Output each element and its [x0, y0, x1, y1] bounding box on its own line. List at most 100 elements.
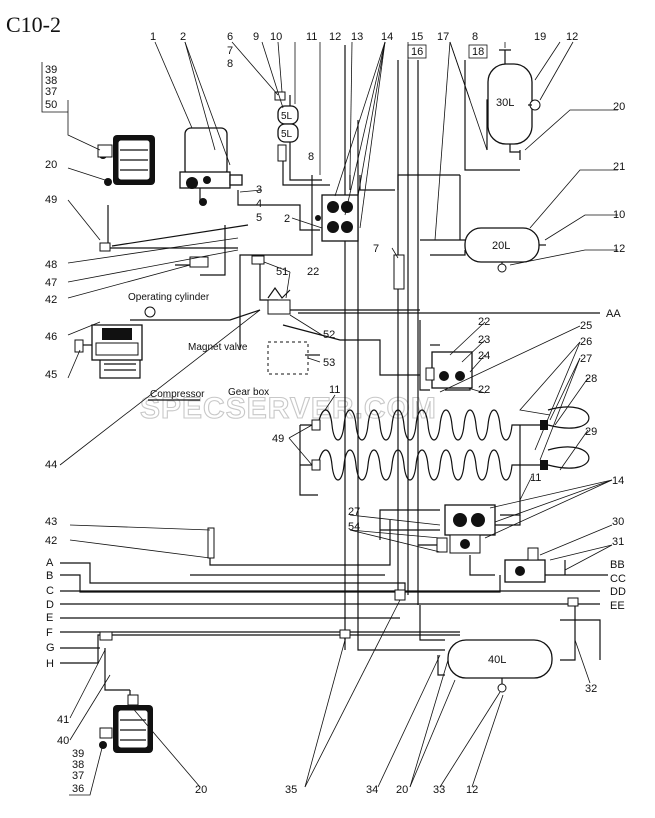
fitting-32: [567, 597, 579, 607]
compressor: Compressor: [91, 324, 205, 401]
callout: 13: [351, 31, 363, 43]
callout: 12: [613, 243, 625, 255]
line-letter-b: B: [46, 570, 53, 582]
brake-chamber-upper-left: [97, 135, 155, 186]
valve-52: [267, 299, 291, 315]
callout: 2: [180, 31, 186, 43]
quad-protection-valve: [315, 194, 359, 242]
callout: 26: [580, 336, 592, 348]
callout: 39: [72, 748, 84, 760]
callout: 27: [580, 353, 592, 365]
connection-cc: CC: [610, 573, 626, 585]
magnet-valve-wiring: [267, 286, 291, 299]
callout: 4: [256, 198, 262, 210]
operating-cylinder: Operating cylinder: [128, 256, 210, 318]
fitting-35: [339, 629, 351, 639]
coupling-head-28: [540, 420, 548, 430]
callout: 10: [613, 209, 625, 221]
fitting-45: [74, 339, 84, 353]
coupling-49-lower: [311, 459, 321, 471]
callout: 52: [323, 329, 335, 341]
callout: 17: [437, 31, 449, 43]
callout: 37: [45, 86, 57, 98]
fitting-41: [99, 631, 113, 641]
gearbox-label: Gear box: [228, 387, 269, 398]
callout: 16: [411, 46, 423, 58]
leader-lines: [59, 41, 618, 788]
connection-bb: BB: [610, 559, 625, 571]
callout: 48: [45, 259, 57, 271]
callout: 20: [45, 159, 57, 171]
callout: 49: [272, 433, 284, 445]
callout: 14: [381, 31, 393, 43]
callout: 35: [285, 784, 297, 796]
tank-5l-upper: 5L: [277, 105, 299, 125]
callout: 44: [45, 459, 57, 471]
tank-40l: 40L: [447, 639, 553, 693]
compressor-label: Compressor: [150, 389, 205, 400]
coupling-head-29: [540, 460, 548, 470]
watermark: SPECSERVER.COM: [140, 392, 437, 425]
tank-30l-label: 30L: [496, 97, 514, 109]
callout: 34: [366, 784, 378, 796]
tank-40l-label: 40L: [488, 654, 506, 666]
callout: 39: [45, 64, 57, 76]
line-letter-a: A: [46, 557, 54, 569]
tank-20l: 20L: [464, 227, 546, 273]
callout: 32: [585, 683, 597, 695]
tank-5l-lower: 5L: [277, 123, 299, 143]
callout: 40: [57, 735, 69, 747]
callout: 20: [195, 784, 207, 796]
callout: 14: [612, 475, 624, 487]
callout: 15: [411, 31, 423, 43]
callout: 7: [227, 45, 233, 57]
callout: 28: [585, 373, 597, 385]
callout: 12: [466, 784, 478, 796]
callout: 12: [329, 31, 341, 43]
callout: 7: [373, 243, 379, 255]
callout: 3: [256, 184, 262, 196]
line-letter-d: D: [46, 599, 54, 611]
callout: 31: [612, 536, 624, 548]
callout: 46: [45, 331, 57, 343]
callout: 19: [534, 31, 546, 43]
callout: 50: [45, 99, 57, 111]
callout: 47: [45, 277, 57, 289]
callout: 11: [306, 31, 317, 43]
callout: 36: [72, 783, 84, 795]
connection-dd: DD: [610, 586, 626, 598]
callout: 8: [227, 58, 233, 70]
callout: 51: [276, 266, 288, 278]
coil-hose-upper: [317, 409, 520, 441]
valve-group-23: [425, 351, 473, 389]
callout: 37: [72, 770, 84, 782]
tank-30l: 30L: [487, 49, 541, 153]
callout: 1: [150, 31, 156, 43]
callout: 11: [329, 384, 340, 396]
callout: 41: [57, 714, 69, 726]
callout: 2: [284, 213, 290, 225]
callout: 22: [478, 384, 490, 396]
callout: 43: [45, 516, 57, 528]
brake-chamber-lower-left: [99, 694, 153, 753]
callout-numbers: 1 2 6 7 8 9 10 11 12 13 14 15 16 17 8 18…: [41, 31, 625, 796]
line-letter-g: G: [46, 642, 55, 654]
valve-fitting-9: [274, 91, 286, 101]
line-letter-h: H: [46, 658, 54, 670]
valve-7: [393, 254, 405, 290]
callout: 22: [478, 316, 490, 328]
callout: 5: [256, 212, 262, 224]
filter-element: [277, 144, 287, 162]
magnet-valve-label: Magnet valve: [188, 342, 248, 353]
callout: 8: [308, 151, 314, 163]
callout: 8: [472, 31, 478, 43]
callout: 42: [45, 535, 57, 547]
coil-hose-lower: [317, 449, 520, 481]
callout: 12: [566, 31, 578, 43]
callout: 6: [227, 31, 233, 43]
valve-51: [251, 255, 265, 265]
callout: 30: [612, 516, 624, 528]
pipe-network: [60, 45, 608, 700]
